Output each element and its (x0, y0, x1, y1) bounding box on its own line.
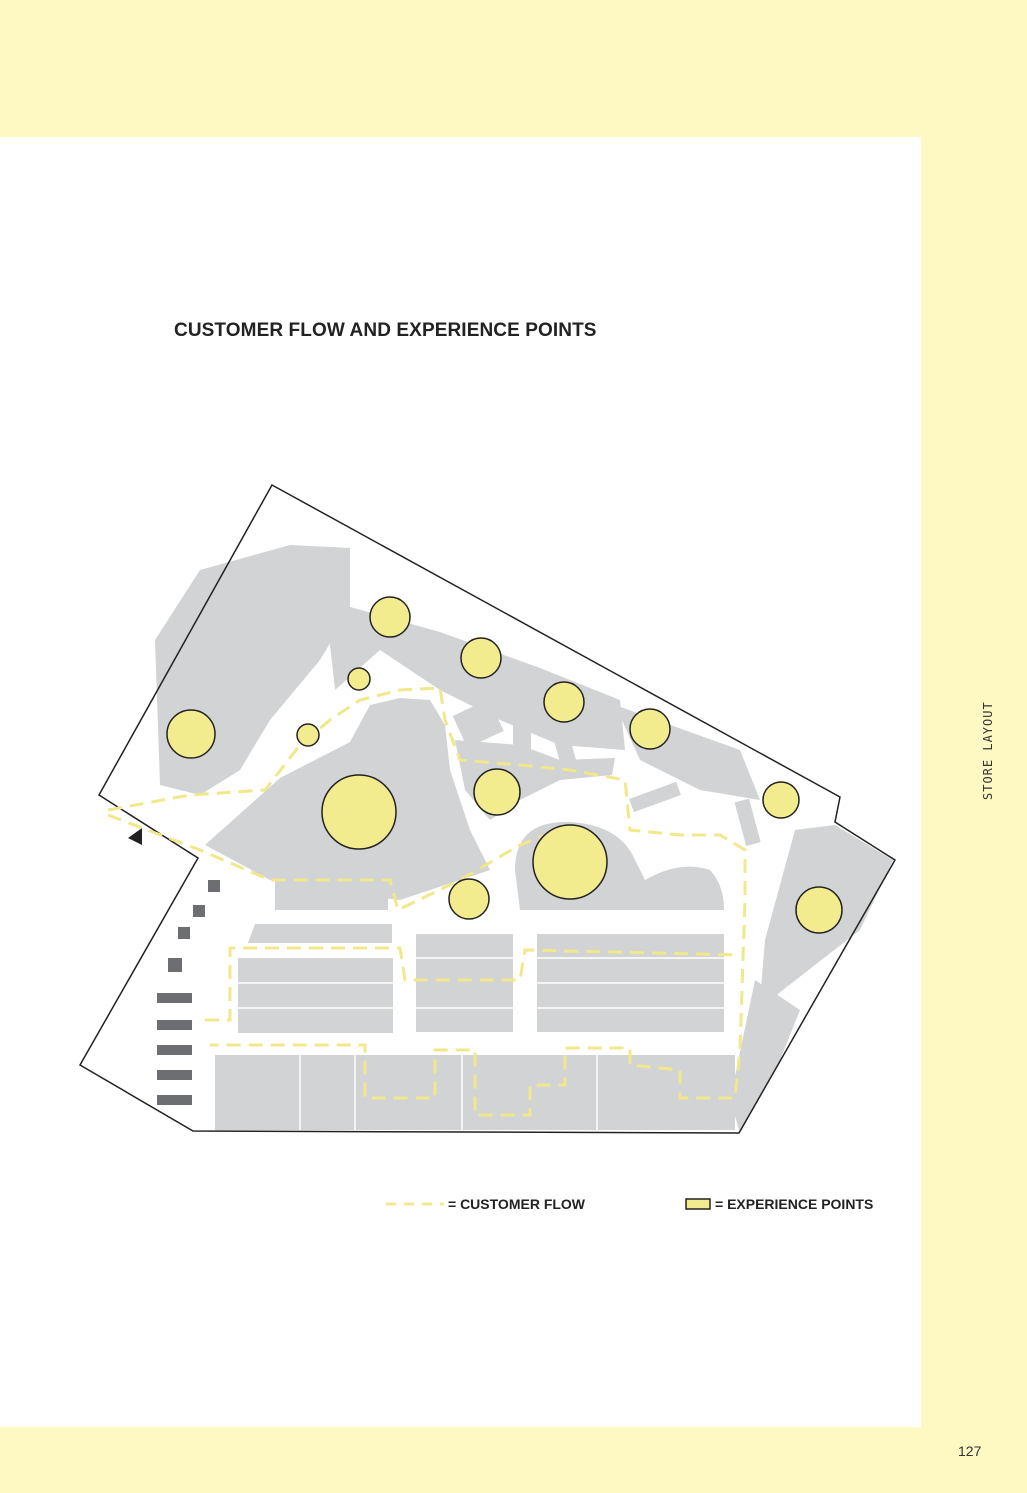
yellow-box-icon (685, 1198, 711, 1210)
area-aisle-a (238, 958, 393, 1033)
experience-point (448, 878, 490, 920)
area-counter (275, 878, 388, 910)
entrance-arrow-icon (128, 828, 142, 845)
experience-point (473, 768, 521, 816)
page-title: CUSTOMER FLOW AND EXPERIENCE POINTS (174, 320, 597, 341)
area-southeast (730, 980, 800, 1133)
area-block (452, 699, 504, 748)
experience-point (543, 681, 585, 723)
store-areas (155, 545, 893, 1133)
legend-points-label: = EXPERIENCE POINTS (715, 1196, 874, 1212)
section-label: STORE LAYOUT (981, 701, 995, 800)
experience-point (166, 709, 216, 759)
experience-point (460, 637, 502, 679)
legend-customer-flow: = CUSTOMER FLOW (386, 1196, 585, 1212)
area-strip (248, 924, 392, 943)
area-aisle-b (416, 934, 513, 1032)
experience-point (321, 774, 397, 850)
experience-point (369, 596, 411, 638)
experience-point (347, 667, 371, 691)
customer-flow-path (107, 686, 747, 1117)
experience-points (166, 596, 843, 934)
entrance-stairs (157, 880, 220, 1105)
dashed-line-icon (386, 1202, 444, 1206)
area-block (513, 720, 531, 760)
building-outline (78, 483, 897, 1134)
experience-point (629, 708, 671, 750)
page-number: 127 (958, 1443, 982, 1459)
experience-point (795, 886, 843, 934)
legend-flow-label: = CUSTOMER FLOW (448, 1196, 586, 1212)
experience-point (532, 824, 608, 900)
experience-point (762, 781, 800, 819)
experience-point (296, 723, 320, 747)
page-panel (0, 137, 921, 1427)
legend-experience-points: = EXPERIENCE POINTS (685, 1196, 873, 1212)
